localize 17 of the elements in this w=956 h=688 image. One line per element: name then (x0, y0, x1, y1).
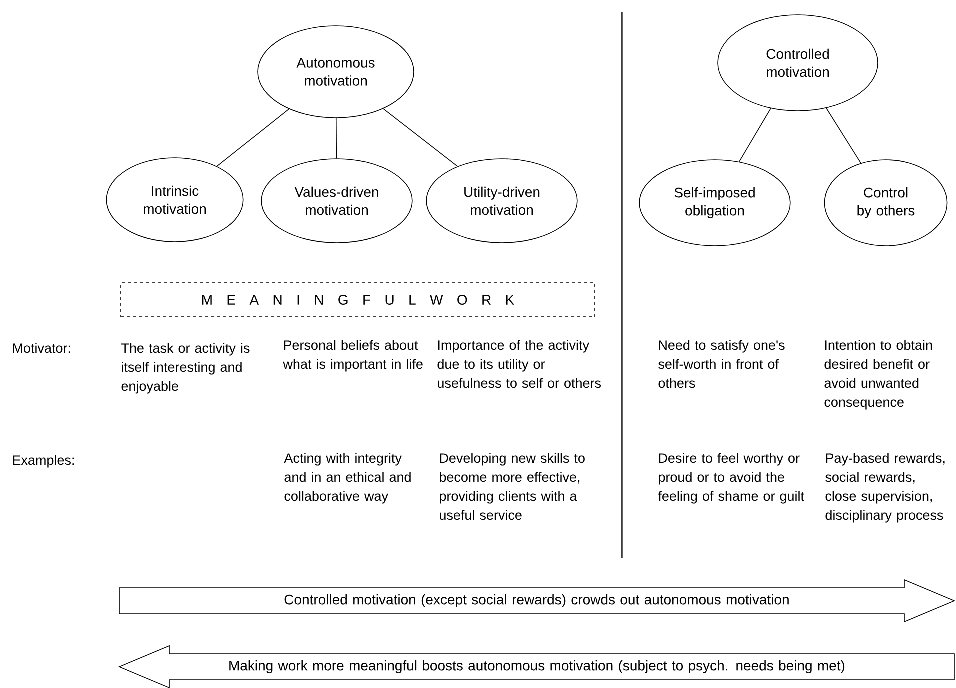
table-text: Intention to obtain desired benefit or avoid unwanted consequence (824, 340, 932, 410)
table-text: Desire to feel worthy or proud or to avoid the feeling of shame or guilt (658, 453, 804, 504)
connector-line (738, 108, 772, 162)
table-text: Need to satisfy one's self-worth in front of others (658, 340, 785, 388)
connector-line (336, 118, 338, 159)
table-text: The task or activity is itself interesting and enjoyable (122, 343, 250, 394)
table-text: Importance of the activity due to its utility or usefulness to self or others (438, 340, 602, 388)
dashed-box: M E A N I N G F U L W O R K (120, 282, 596, 318)
connector-line (826, 108, 862, 164)
table-text: Examples: (13, 455, 74, 468)
table-text: Acting with integrity and in an ethical and collaborative way (284, 453, 411, 504)
table-text: Personal beliefs about what is important in life (283, 340, 423, 372)
table-text: Pay-based rewards, social rewards, close supervision, disciplinary process (826, 453, 945, 523)
connector-line (383, 108, 458, 167)
table-text: Developing new skills to become more effective, providing clients with a useful service (440, 453, 585, 520)
connector-line (216, 108, 290, 167)
table-text: Motivator: (13, 343, 70, 354)
